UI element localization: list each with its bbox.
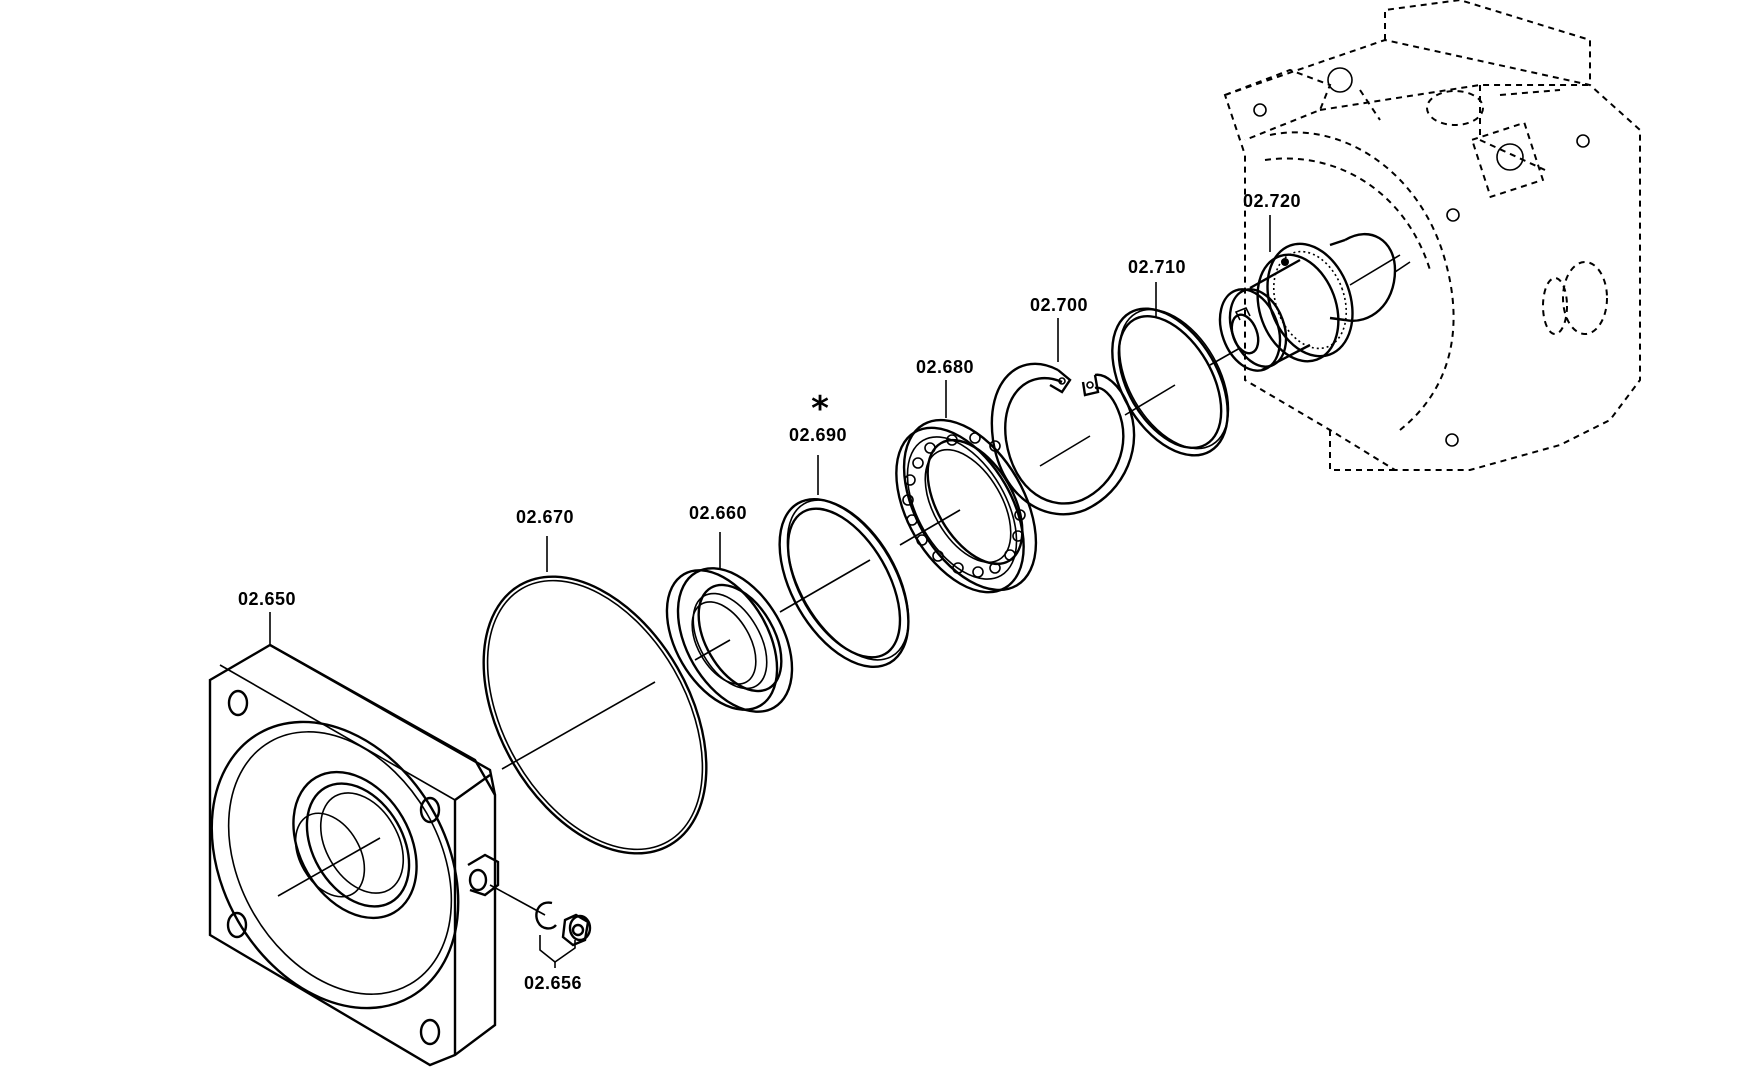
plug-screw-part [489,884,592,968]
part-label-02-656: 02.656 [523,973,583,993]
leader-lines [269,215,1271,644]
shim-ring-part [778,497,910,669]
part-label-02-660: 02.660 [688,503,748,523]
bearing-balls [902,432,1026,578]
assembly-axis [277,254,1401,897]
part-label-02-690: 02.690 [788,425,848,445]
part-label-02-650: 02.650 [237,589,297,609]
o-ring-part [482,575,708,855]
shaft-seal-part [665,567,794,713]
part-label-02-680: 02.680 [915,357,975,377]
cover-flange-part [208,643,500,1067]
part-label-02-700: 02.700 [1029,295,1089,315]
support-ring-part [1111,307,1230,457]
asterisk-mark: * [811,389,829,429]
part-label-02-670: 02.670 [515,507,575,527]
part-label-02-710: 02.710 [1127,257,1187,277]
output-shaft-part [1218,232,1411,372]
part-label-02-720: 02.720 [1242,191,1302,211]
gearbox-housing [1223,0,1641,471]
